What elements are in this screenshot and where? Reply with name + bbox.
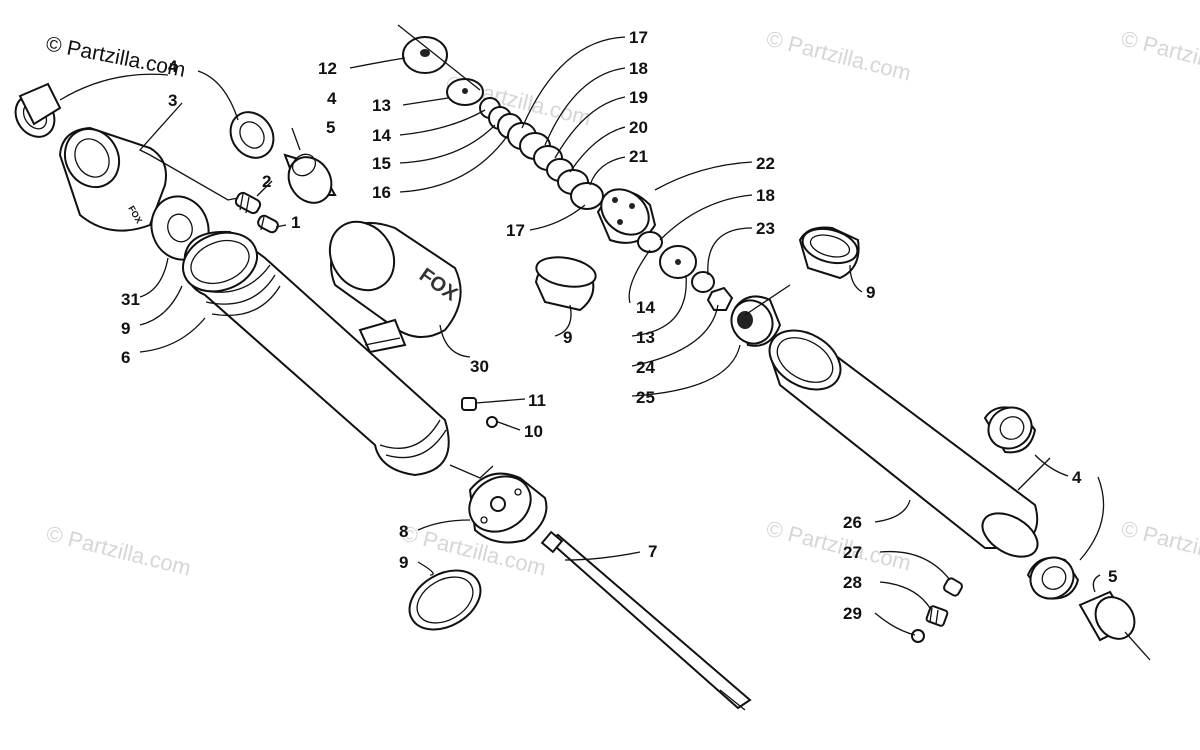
ring-9-mid bbox=[534, 256, 597, 312]
callout-labels: 1 2 3 4 4 5 6 7 8 9 9 9 9 10 11 12 13 13… bbox=[121, 28, 1117, 623]
callout-17: 17 bbox=[506, 221, 525, 240]
sleeve-5-left bbox=[283, 153, 337, 204]
fitting-2 bbox=[234, 191, 262, 215]
shock-eyelet-body: FOX bbox=[58, 126, 167, 232]
callout-29: 29 bbox=[843, 604, 862, 623]
washer-13-lower bbox=[691, 271, 715, 293]
callout-22: 22 bbox=[756, 154, 775, 173]
callout-8: 8 bbox=[399, 522, 408, 541]
callout-5: 5 bbox=[326, 118, 335, 137]
valve-stack-assembly bbox=[349, 24, 782, 397]
callout-9: 9 bbox=[866, 283, 875, 302]
bushing-25 bbox=[730, 295, 782, 347]
callout-13: 13 bbox=[636, 328, 655, 347]
callout-1: 1 bbox=[291, 213, 300, 232]
bushing-4-left bbox=[229, 111, 275, 159]
callout-28: 28 bbox=[843, 573, 862, 592]
callout-31: 31 bbox=[121, 290, 140, 309]
shock-body-26 bbox=[768, 329, 1039, 558]
callout-12: 12 bbox=[318, 59, 337, 78]
callout-10: 10 bbox=[524, 422, 543, 441]
ball-29 bbox=[911, 629, 925, 643]
cap-11 bbox=[461, 397, 477, 411]
bushing-4-right-bottom bbox=[1026, 556, 1080, 600]
cap-27 bbox=[943, 577, 963, 597]
callout-16: 16 bbox=[372, 183, 391, 202]
shaft-7 bbox=[540, 530, 752, 711]
piston-8 bbox=[468, 472, 548, 544]
bushing-4-right-top bbox=[983, 406, 1037, 454]
callout-9: 9 bbox=[399, 553, 408, 572]
nut-24 bbox=[706, 286, 734, 311]
sleeve-5-right bbox=[1078, 590, 1151, 661]
watermark: © Partzilla.com bbox=[764, 516, 914, 576]
callout-9: 9 bbox=[121, 319, 130, 338]
callout-30: 30 bbox=[470, 357, 489, 376]
washer-12 bbox=[402, 36, 448, 74]
ring-9-bottom bbox=[408, 569, 482, 631]
bushing-top-left bbox=[14, 82, 62, 138]
callout-15: 15 bbox=[372, 154, 391, 173]
ball-10 bbox=[486, 416, 498, 428]
callout-13: 13 bbox=[372, 96, 391, 115]
callout-20: 20 bbox=[629, 118, 648, 137]
watermark: © Partzilla.com bbox=[1119, 516, 1200, 576]
reservoir-30: FOX bbox=[328, 220, 462, 354]
left-shock-assembly: FOX bbox=[14, 70, 752, 711]
ring-9-right bbox=[798, 226, 860, 280]
leader-lines-right bbox=[744, 264, 1105, 636]
washer-13-top bbox=[446, 78, 484, 106]
callout-4: 4 bbox=[1072, 468, 1082, 487]
callout-14: 14 bbox=[636, 298, 655, 317]
callout-4: 4 bbox=[327, 89, 337, 108]
watermark: © Partzilla.com bbox=[1119, 26, 1200, 86]
shock-body-6 bbox=[182, 230, 450, 477]
callout-23: 23 bbox=[756, 219, 775, 238]
callout-11: 11 bbox=[528, 391, 546, 410]
callout-3: 3 bbox=[168, 91, 177, 110]
fitting-28 bbox=[925, 605, 949, 627]
watermark: © Partzilla.com bbox=[44, 521, 194, 581]
callout-27: 27 bbox=[843, 543, 862, 562]
shim-stack bbox=[479, 97, 604, 210]
piston-22 bbox=[596, 188, 657, 244]
callout-18: 18 bbox=[629, 59, 648, 78]
callout-7: 7 bbox=[648, 542, 657, 561]
watermark: © Partzilla.com bbox=[764, 26, 914, 86]
callout-18: 18 bbox=[756, 186, 775, 205]
callout-19: 19 bbox=[629, 88, 648, 107]
callout-14: 14 bbox=[372, 126, 391, 145]
shim-18-lower bbox=[637, 231, 663, 253]
callout-26: 26 bbox=[843, 513, 862, 532]
leader-lines-left bbox=[59, 70, 641, 576]
callout-4: 4 bbox=[168, 57, 178, 76]
callout-24: 24 bbox=[636, 358, 655, 377]
right-shock-assembly bbox=[744, 226, 1151, 661]
callout-9: 9 bbox=[563, 328, 572, 347]
callout-25: 25 bbox=[636, 388, 655, 407]
callout-2: 2 bbox=[262, 172, 271, 191]
washer-14-lower bbox=[659, 245, 697, 279]
callout-21: 21 bbox=[629, 147, 648, 166]
callout-6: 6 bbox=[121, 348, 130, 367]
callout-5: 5 bbox=[1108, 567, 1117, 586]
callout-17: 17 bbox=[629, 28, 648, 47]
leader-lines-valve bbox=[349, 24, 753, 397]
fitting-1 bbox=[257, 214, 279, 234]
